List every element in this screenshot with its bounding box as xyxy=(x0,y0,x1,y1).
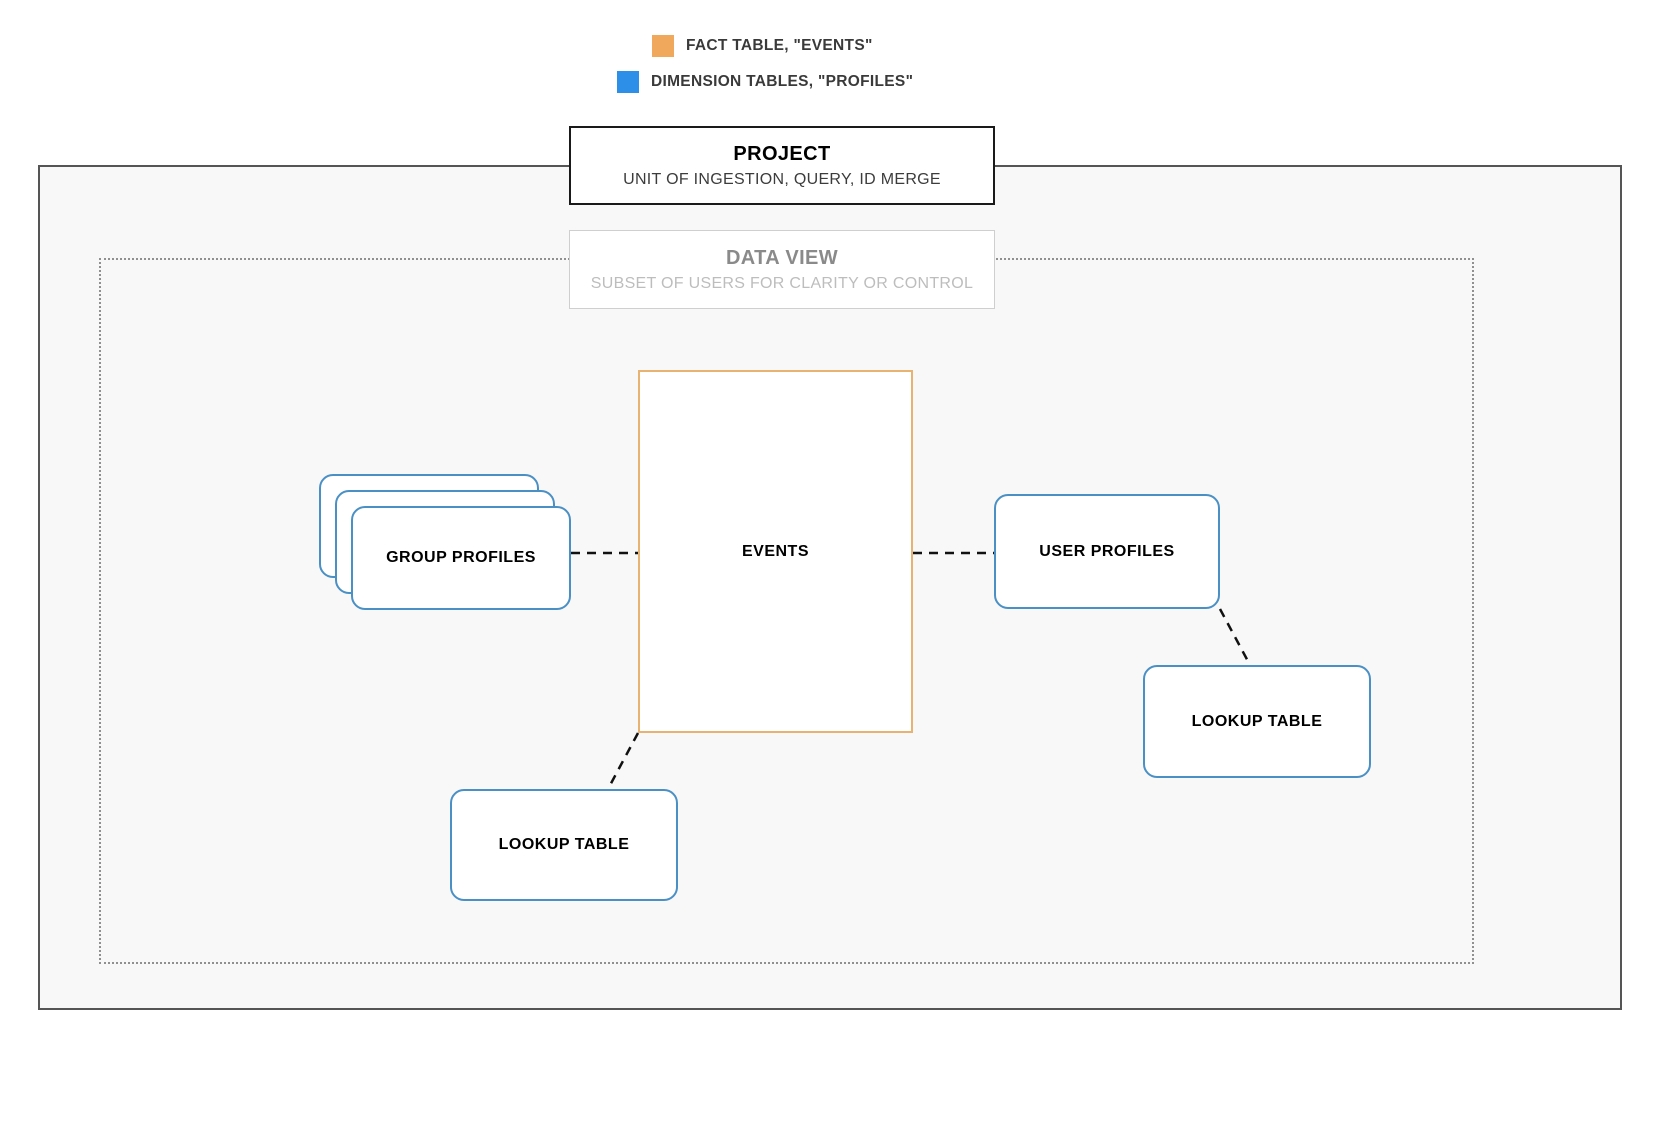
legend-label-fact-table: FACT TABLE, "EVENTS" xyxy=(686,37,873,54)
node-user-profiles[interactable]: USER PROFILES xyxy=(994,494,1220,609)
node-lookup-table-right[interactable]: LOOKUP TABLE xyxy=(1143,665,1371,778)
group-profiles-stack-card-front[interactable]: GROUP PROFILES xyxy=(351,506,571,610)
node-user-profiles-label: USER PROFILES xyxy=(1039,542,1175,560)
project-title: PROJECT xyxy=(733,142,831,165)
node-lookup-table-left[interactable]: LOOKUP TABLE xyxy=(450,789,678,901)
legend-item-dimension-tables: DIMENSION TABLES, "PROFILES" xyxy=(617,71,913,93)
node-group-profiles-label: GROUP PROFILES xyxy=(386,549,536,566)
square-swatch-icon xyxy=(652,35,674,57)
data-view-header-box: DATA VIEW SUBSET OF USERS FOR CLARITY OR… xyxy=(569,230,995,309)
node-events[interactable]: EVENTS xyxy=(638,370,913,733)
node-group-profiles[interactable]: GROUP PROFILES xyxy=(319,474,571,610)
legend-item-fact-table: FACT TABLE, "EVENTS" xyxy=(652,35,873,57)
square-swatch-icon xyxy=(617,71,639,93)
node-lookup-table-left-label: LOOKUP TABLE xyxy=(498,836,630,853)
legend-label-dimension-tables: DIMENSION TABLES, "PROFILES" xyxy=(651,73,914,90)
data-view-title: DATA VIEW xyxy=(725,246,839,269)
data-view-subtitle: SUBSET OF USERS FOR CLARITY OR CONTROL xyxy=(590,274,974,292)
project-header-box: PROJECT UNIT OF INGESTION, QUERY, ID MER… xyxy=(569,126,995,205)
project-subtitle: UNIT OF INGESTION, QUERY, ID MERGE xyxy=(623,170,941,188)
node-lookup-table-right-label: LOOKUP TABLE xyxy=(1191,712,1323,730)
node-events-label: EVENTS xyxy=(741,542,809,560)
